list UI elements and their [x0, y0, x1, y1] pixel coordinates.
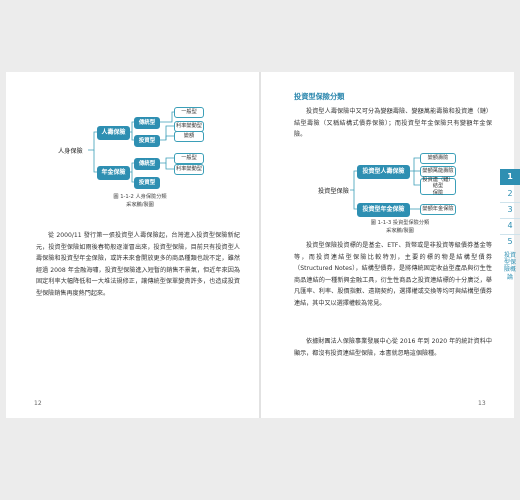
chapter-tab-5[interactable]: 5 — [507, 237, 513, 246]
tab-divider — [500, 234, 520, 235]
variable-life-node: 變額 — [174, 131, 204, 142]
left-page — [6, 72, 259, 418]
chapter-tab-1[interactable]: 1 — [500, 169, 520, 185]
chapter-tab-4[interactable]: 4 — [507, 221, 513, 230]
right-figure-root-label: 投資型保險 — [318, 188, 349, 195]
tab-divider — [500, 202, 520, 203]
investment-life-node-right: 投資型人壽保險 — [357, 165, 410, 179]
figure-caption-left: 圖 1-1-2 人身保險分類 — [113, 194, 167, 200]
variable-annuity-node: 變額年金保險 — [420, 204, 456, 215]
traditional-annuity-node: 傳統型 — [134, 158, 160, 170]
investment-life-node: 投資型 — [134, 135, 160, 147]
interest-sensitive-annuity-node: 利率變動型 — [174, 164, 204, 175]
chapter-tab-3[interactable]: 3 — [507, 205, 513, 214]
right-paragraph-1: 投資型保險投資標的是基金、ETF、貨幣或是非投資等級債券基金等等，而投資連結型保… — [294, 242, 492, 307]
general-annuity-node: 一般型 — [174, 153, 204, 164]
figure-source-left: 采家鵬/製圖 — [126, 202, 154, 208]
tab-divider — [500, 218, 520, 219]
side-chapter-title: 投資型保險概論 — [504, 252, 517, 281]
annuity-insurance-node: 年金保險 — [97, 166, 130, 180]
right-page-number: 13 — [478, 400, 486, 407]
right-intro: 投資型人壽保險中又可分為變額壽險、變額萬能壽險和投資連（鏈）結型壽險（又稱結構式… — [294, 108, 492, 138]
variable-universal-node: 變額萬能壽險 — [420, 166, 456, 177]
life-insurance-node: 人壽保險 — [97, 126, 130, 140]
chapter-tab-2[interactable]: 2 — [507, 189, 513, 198]
structured-node: 投資連（鏈）結型 保險 — [420, 177, 456, 196]
investment-annuity-node-right: 投資型年金保險 — [357, 203, 410, 217]
left-page-number: 12 — [34, 400, 42, 407]
right-page — [261, 72, 514, 418]
right-paragraph-2: 依據財團法人保險事業發展中心從 2016 年到 2020 年的統計資料中顯示，都… — [294, 338, 492, 357]
general-life-node: 一般型 — [174, 107, 204, 118]
figure-root-label: 人身保險 — [58, 148, 83, 155]
section-heading: 投資型保險分類 — [294, 92, 345, 101]
investment-annuity-node: 投資型 — [134, 177, 160, 189]
left-paragraph: 從 2000/11 發行第一張投資型人壽保險起，台灣進入投資型保險新紀元，投資型… — [36, 232, 240, 297]
book-gutter — [259, 72, 261, 418]
traditional-life-node: 傳統型 — [134, 117, 160, 129]
figure-source-right: 采家鵬/製圖 — [386, 228, 414, 234]
variable-life-node-right: 變額壽險 — [420, 153, 456, 164]
figure-caption-right: 圖 1-1-3 投資型保險分類 — [370, 220, 430, 226]
